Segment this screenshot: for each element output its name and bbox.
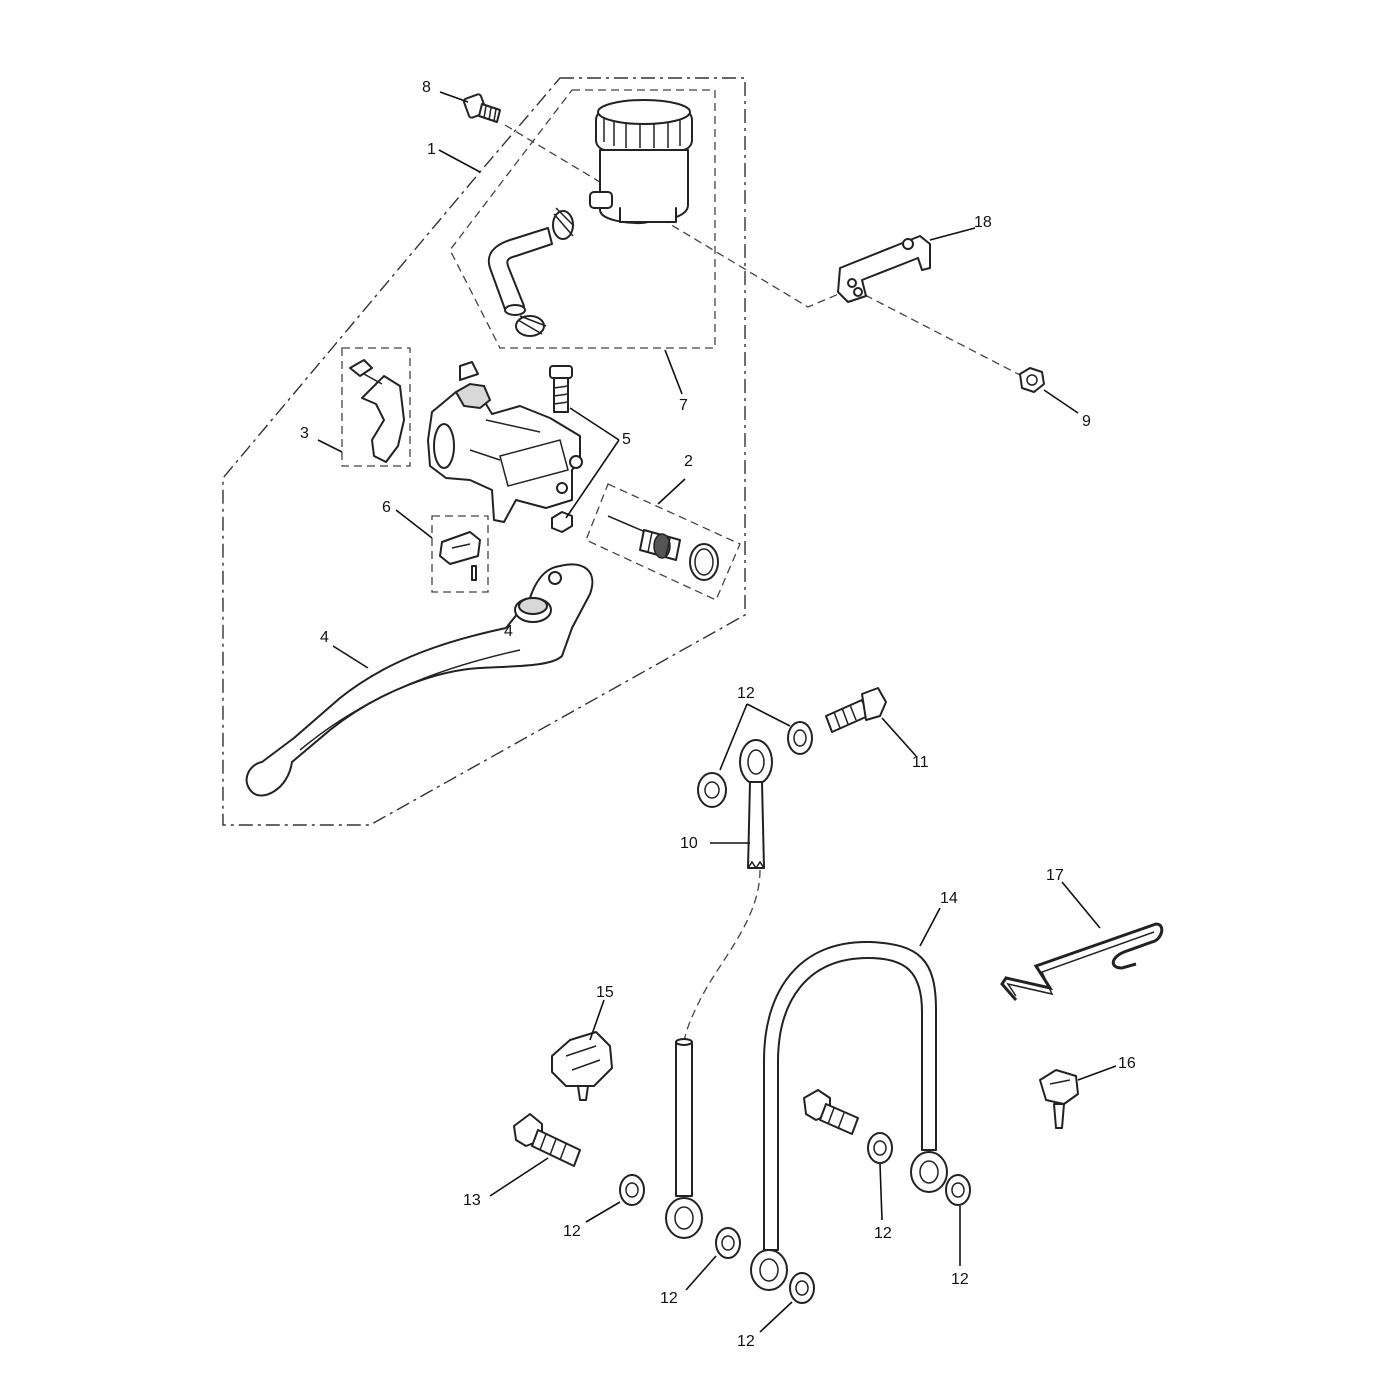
brake-hose-upper: [739, 739, 773, 870]
callout-11: 11: [912, 754, 929, 771]
sealing-washer: [945, 1174, 971, 1206]
hose-clip-lower: [515, 315, 547, 337]
leader-lines: [317, 91, 1117, 1333]
bracket-to-nut-line: [864, 294, 1021, 376]
callout-15: 15: [596, 984, 614, 1001]
callout-7: 7: [679, 397, 688, 414]
brake-hose-caliper: [750, 940, 948, 1291]
callout-14: 14: [940, 890, 958, 907]
callout-4: 4: [320, 629, 329, 646]
reservoir-kit-outline: [449, 89, 716, 349]
callout-12: 12: [874, 1225, 892, 1242]
callout-3: 3: [300, 425, 309, 442]
callout-10: 10: [680, 835, 698, 852]
banjo-bolt-upper: [825, 687, 887, 733]
reservoir: [589, 99, 693, 225]
callout-12: 12: [660, 1290, 678, 1307]
callout-12: 12: [563, 1223, 581, 1240]
sealing-washer: [619, 1174, 645, 1206]
handlebar-clamp: [349, 359, 405, 463]
callout-1: 1: [427, 141, 436, 158]
sealing-washer: [787, 721, 813, 755]
hose-guide-clip: [551, 1031, 613, 1101]
sealing-washer: [697, 772, 727, 808]
piston-kit: [607, 515, 719, 581]
hose-clip-upper: [552, 207, 575, 240]
brake-hose-lower: [665, 1038, 703, 1239]
callout-8: 8: [422, 79, 431, 96]
callout-18: 18: [974, 214, 992, 231]
callout-labels: 1 2 3 4 5 6 7 8 9 10 11 12 12 12 12 12 1…: [300, 79, 1136, 1350]
sealing-washer: [715, 1227, 741, 1259]
brake-lever: 4: [245, 563, 594, 797]
callout-6: 6: [382, 499, 391, 516]
clamp-kit-outline: [341, 347, 411, 467]
switch-kit-outline: [431, 515, 489, 593]
pivot-bolt: [549, 365, 573, 413]
bracket-nut: [1019, 367, 1045, 393]
callout-2: 2: [684, 453, 693, 470]
brake-light-switch: [439, 531, 481, 581]
callout-13: 13: [463, 1192, 481, 1209]
reservoir-bolt: [462, 93, 501, 123]
reservoir-bracket: [837, 235, 931, 303]
callout-9: 9: [1082, 413, 1091, 430]
reservoir-hose: [487, 227, 553, 316]
wire-clip: [1000, 922, 1164, 1001]
banjo-bolt-lower: [513, 1113, 581, 1167]
master-cylinder-body: [427, 361, 583, 523]
lever-marking: 4: [504, 623, 513, 640]
callout-12: 12: [951, 1271, 969, 1288]
callout-12: 12: [737, 1333, 755, 1350]
sealing-washer: [867, 1132, 893, 1164]
callout-5: 5: [622, 431, 631, 448]
master-cylinder-assembly-outline: [222, 77, 746, 826]
callout-17: 17: [1046, 867, 1064, 884]
hose-route-line: [683, 869, 761, 1046]
sealing-washer: [789, 1272, 815, 1304]
hose-clip-small: [1039, 1069, 1079, 1129]
callout-16: 16: [1118, 1055, 1136, 1072]
callout-12: 12: [737, 685, 755, 702]
banjo-bolt-caliper: [803, 1089, 859, 1135]
piston-kit-outline: [585, 483, 741, 601]
